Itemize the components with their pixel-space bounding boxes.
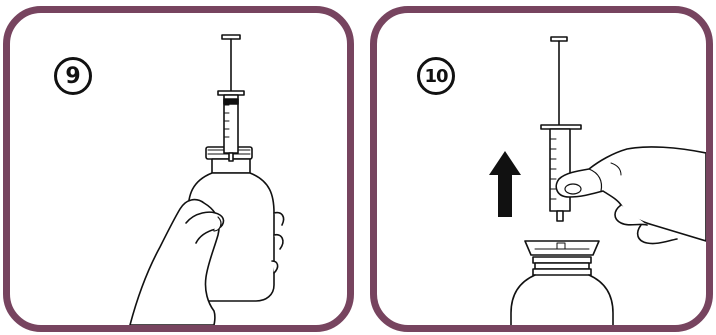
hand-icon bbox=[556, 147, 706, 244]
step-10-illustration bbox=[377, 13, 706, 325]
bottle-icon bbox=[511, 241, 613, 325]
up-arrow-icon bbox=[489, 151, 521, 217]
syringe-icon bbox=[218, 35, 244, 161]
step-9-panel: 9 bbox=[3, 6, 354, 332]
step-10-panel: 10 bbox=[370, 6, 713, 332]
step-9-illustration bbox=[10, 13, 347, 325]
